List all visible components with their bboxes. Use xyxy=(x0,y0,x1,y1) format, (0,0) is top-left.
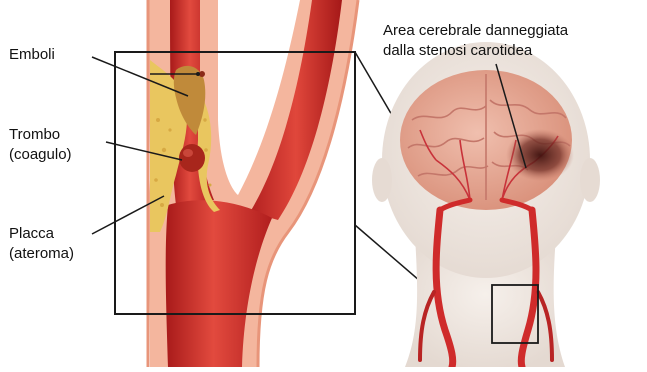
plaque-sublabel: (ateroma) xyxy=(9,245,74,263)
brain-area-label: Area cerebrale danneggiata xyxy=(383,22,568,40)
brain-area-sublabel: dalla stenosi carotidea xyxy=(383,42,532,60)
thrombus xyxy=(179,144,205,172)
carotid-artery xyxy=(148,0,358,367)
plaque-label: Placca xyxy=(9,225,54,243)
thrombus-sublabel: (coagulo) xyxy=(9,146,72,164)
damaged-brain-area xyxy=(506,129,574,181)
head-illustration xyxy=(372,42,600,367)
thrombus-label: Trombo xyxy=(9,126,60,144)
emboli-label: Emboli xyxy=(9,46,55,64)
